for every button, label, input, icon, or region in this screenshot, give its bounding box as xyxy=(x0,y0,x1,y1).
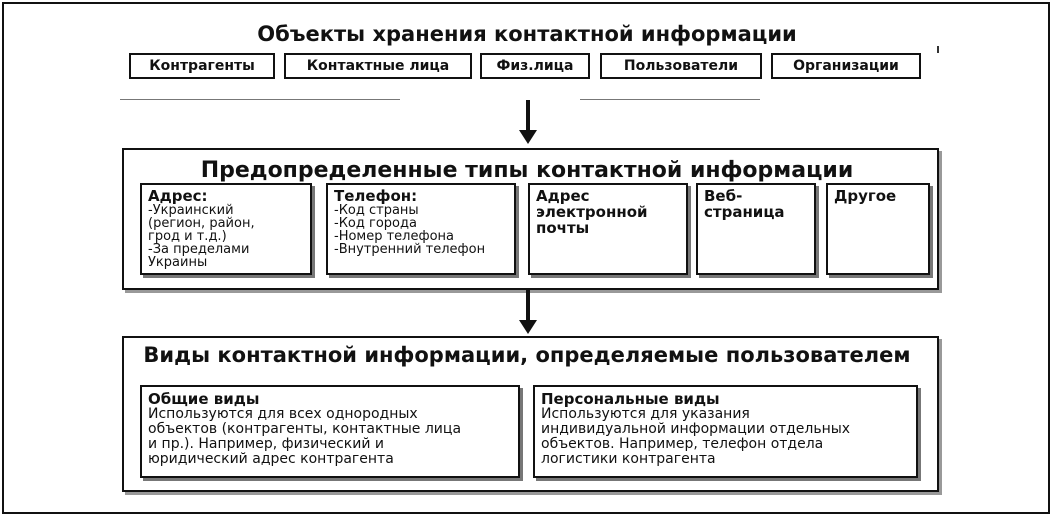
faint-divider xyxy=(580,99,760,100)
kind-line: юридический адрес контрагента xyxy=(148,451,394,467)
predefined-section-title: Предопределенные типы контактной информа… xyxy=(200,158,854,183)
type-heading: почты xyxy=(536,219,590,237)
kind-personal: Персональные виды Используются для указа… xyxy=(533,385,918,478)
arrow-head-2 xyxy=(519,320,537,334)
arrow-down-2 xyxy=(526,290,530,322)
kind-line: объектов (контрагенты, контактные лица xyxy=(148,421,462,437)
type-line: -Номер телефона xyxy=(334,229,455,244)
kind-line: и пр.). Например, физический и xyxy=(148,436,385,452)
kind-line: Используются для всех однородных xyxy=(148,406,418,422)
kind-line: индивидуальной информации отдельных xyxy=(541,421,851,437)
kind-line: Используются для указания xyxy=(541,406,750,422)
type-heading: Телефон: xyxy=(334,187,418,205)
user-kinds-panel xyxy=(122,336,939,492)
type-phone: Телефон: -Код страны -Код города -Номер … xyxy=(326,183,516,275)
kind-heading: Общие виды xyxy=(148,390,260,408)
type-heading: Адрес xyxy=(536,187,590,205)
type-heading: Веб- xyxy=(704,187,743,205)
arrow-down-1 xyxy=(526,100,530,132)
stray-tick-mark xyxy=(937,46,939,53)
object-contact-persons: Контактные лица xyxy=(284,53,472,79)
objects-section-title: Объекты хранения контактной информации xyxy=(257,22,797,46)
type-heading: Другое xyxy=(834,187,897,205)
kind-general: Общие виды Используются для всех однород… xyxy=(140,385,520,478)
kind-heading: Персональные виды xyxy=(541,390,720,408)
type-address: Адрес: -Украинский (регион, район, грод … xyxy=(140,183,312,275)
type-heading: страница xyxy=(704,203,785,221)
object-users: Пользователи xyxy=(600,53,762,79)
type-line: -Код города xyxy=(334,216,417,231)
type-other: Другое xyxy=(826,183,930,275)
type-line: -Код страны xyxy=(334,203,419,218)
arrow-head-1 xyxy=(519,130,537,144)
object-counterparties: Контрагенты xyxy=(129,53,275,79)
type-line: -Внутренний телефон xyxy=(334,242,486,257)
faint-divider xyxy=(120,99,400,100)
predefined-types-panel xyxy=(122,148,939,290)
type-line: -За пределами xyxy=(148,242,250,257)
type-webpage: Веб- страница xyxy=(696,183,816,275)
type-line: грод и т.д.) xyxy=(148,229,227,244)
user-section-title: Виды контактной информации, определяемые… xyxy=(143,343,911,367)
type-heading: электронной xyxy=(536,203,648,221)
type-line: (регион, район, xyxy=(148,216,255,231)
type-email: Адрес электронной почты xyxy=(528,183,688,275)
type-line: -Украинский xyxy=(148,203,234,218)
type-line: Украины xyxy=(148,255,208,270)
object-individuals: Физ.лица xyxy=(480,53,590,79)
type-heading: Адрес: xyxy=(148,187,208,205)
kind-line: объектов. Например, телефон отдела xyxy=(541,436,824,452)
kind-line: логистики контрагента xyxy=(541,451,716,467)
object-organizations: Организации xyxy=(771,53,921,79)
